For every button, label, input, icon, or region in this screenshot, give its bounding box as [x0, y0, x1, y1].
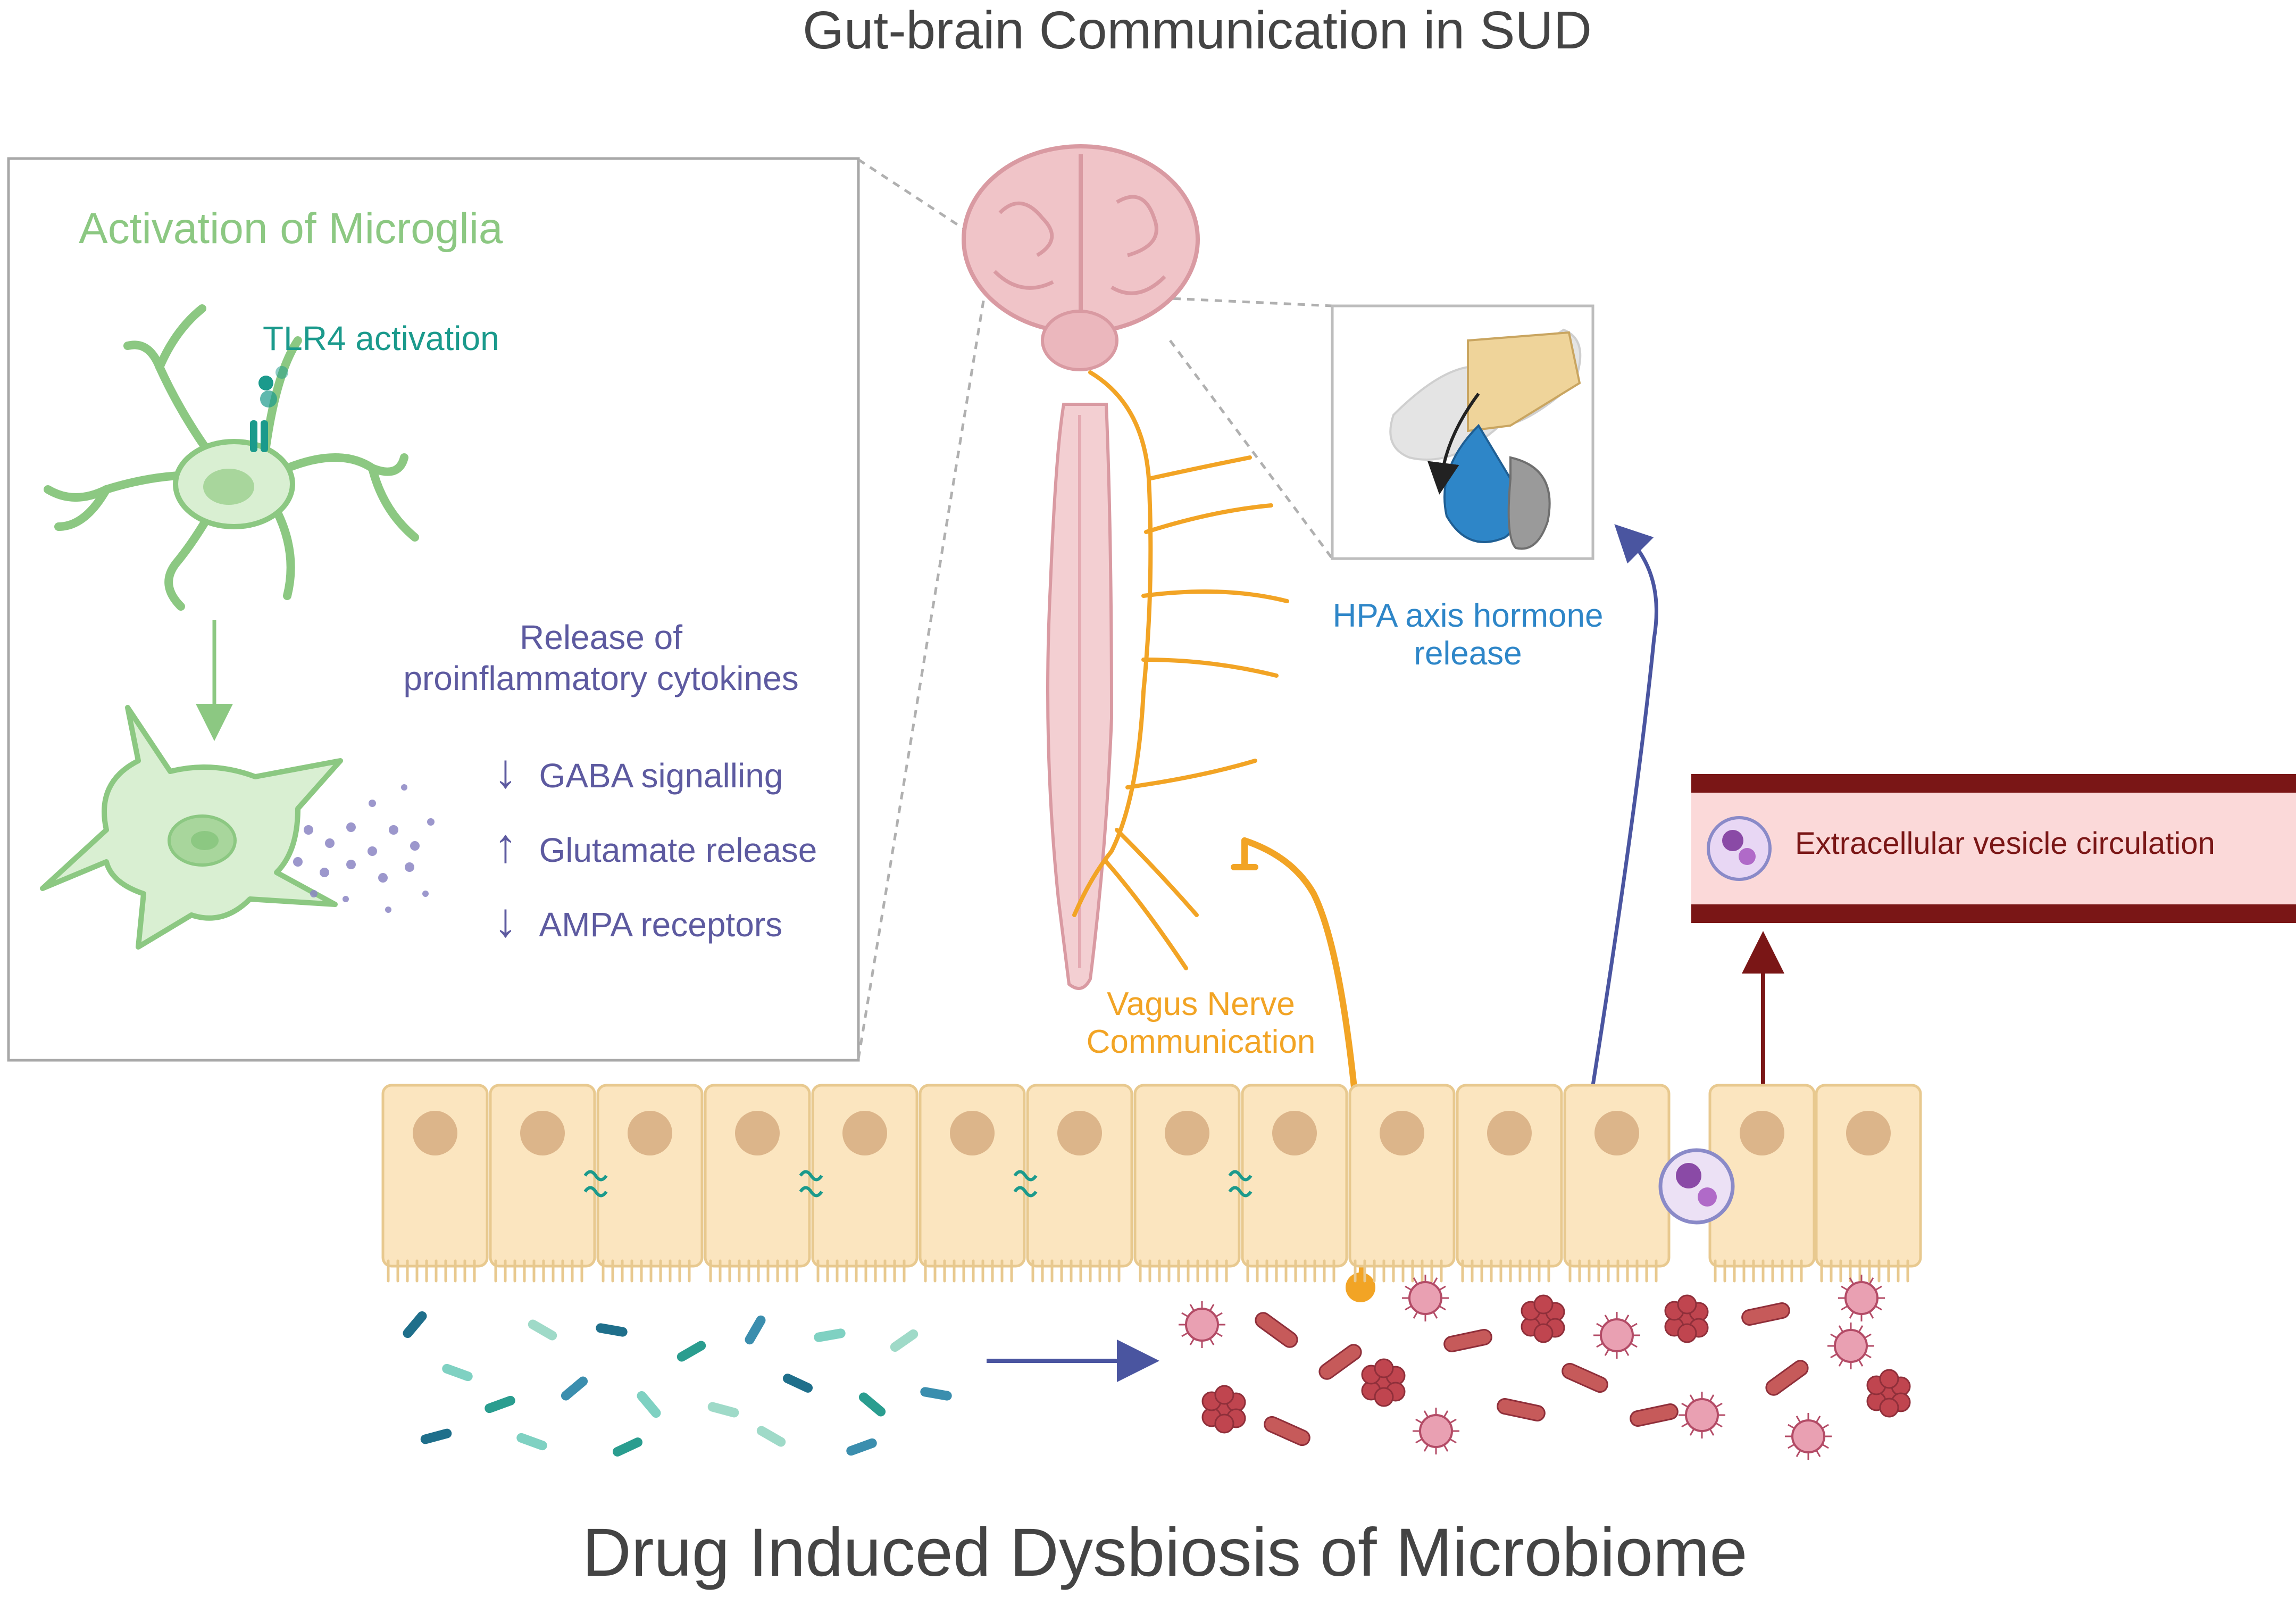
vesicle-circulation-label: Extracellular vesicle circulation	[1795, 826, 2215, 861]
hpa-label-line1: HPA axis hormone	[1332, 597, 1604, 634]
healthy-bacterium	[596, 1323, 628, 1337]
dysbiotic-bacterium	[1443, 1329, 1492, 1352]
healthy-bacterium	[677, 1341, 706, 1362]
dysbiotic-bacterium	[1179, 1301, 1225, 1348]
healthy-bacterium	[858, 1392, 886, 1417]
effect-glutamate: ↑ Glutamate release	[494, 822, 817, 870]
healthy-bacterium	[528, 1319, 557, 1341]
healthy-bacterium	[420, 1428, 452, 1444]
healthy-bacterium	[612, 1437, 643, 1457]
dysbiotic-bacterium	[1562, 1362, 1608, 1393]
dysbiotic-microbiome	[1179, 1275, 1911, 1460]
epithelial-cell	[1133, 1084, 1241, 1283]
tlr4-receptor-icon	[250, 366, 288, 452]
activated-microglia-icon	[40, 705, 343, 950]
dysbiotic-bacterium	[1630, 1403, 1679, 1427]
hpa-label: HPA axis hormone release	[1333, 597, 1604, 673]
cytokine-release-label: Release of proinflammatory cytokines	[403, 617, 798, 699]
dysbiotic-bacterium	[1413, 1408, 1459, 1454]
healthy-bacterium	[920, 1387, 952, 1401]
healthy-bacterium	[516, 1433, 547, 1451]
epithelial-cell	[1815, 1084, 1922, 1283]
epithelial-cell	[704, 1084, 811, 1283]
cytokine-release-line2: proinflammatory cytokines	[403, 659, 799, 697]
cytokine-dots	[293, 784, 435, 913]
dysbiotic-bacterium	[1741, 1302, 1790, 1326]
healthy-bacterium	[442, 1363, 473, 1382]
epithelial-cell	[381, 1084, 489, 1283]
epithelial-cell	[596, 1084, 704, 1283]
dysbiotic-bacterium	[1402, 1275, 1449, 1321]
up-arrow-icon: ↑	[494, 819, 517, 872]
effect-label-gaba: GABA signalling	[539, 756, 783, 795]
epithelial-cell	[811, 1084, 919, 1283]
brain-icon	[962, 144, 1200, 990]
microglia-heading: Activation of Microglia	[79, 204, 503, 253]
dysbiotic-bacterium	[1521, 1294, 1565, 1343]
dysbiotic-bacterium	[1361, 1358, 1406, 1407]
healthy-bacterium	[637, 1391, 661, 1418]
epithelial-cell	[1563, 1084, 1671, 1283]
healthy-bacterium	[707, 1402, 739, 1418]
healthy-bacterium	[485, 1395, 515, 1413]
epithelial-cell	[1456, 1084, 1563, 1283]
figure-footer-title: Drug Induced Dysbiosis of Microbiome	[582, 1515, 1748, 1591]
dysbiotic-bacterium	[1497, 1398, 1546, 1421]
healthy-bacterium	[814, 1328, 846, 1342]
effect-label-glutamate: Glutamate release	[539, 831, 817, 869]
dysbiotic-bacterium	[1765, 1360, 1809, 1396]
dysbiotic-bacterium	[1664, 1294, 1709, 1343]
epithelial-cell	[1026, 1084, 1133, 1283]
dysbiotic-bacterium	[1866, 1369, 1911, 1418]
vagus-label-line1: Vagus Nerve	[1107, 986, 1295, 1022]
gut-epithelium	[381, 1084, 1922, 1283]
healthy-bacterium	[890, 1329, 919, 1352]
healthy-bacterium	[561, 1376, 588, 1401]
resting-microglia-icon	[44, 304, 419, 611]
dysbiotic-bacterium	[1785, 1413, 1832, 1460]
effect-ampa: ↓ AMPA receptors	[494, 896, 782, 945]
dysbiotic-bacterium	[1264, 1416, 1310, 1446]
dysbiotic-bacterium	[1679, 1392, 1725, 1438]
cytokine-release-line1: Release of	[520, 618, 682, 656]
tight-junction-icons	[583, 1170, 1253, 1197]
dysbiotic-bacterium	[1255, 1312, 1298, 1348]
healthy-bacterium	[745, 1315, 766, 1345]
vagus-label-line2: Communication	[1086, 1024, 1316, 1061]
epithelial-cell	[489, 1084, 596, 1283]
figure-title: Gut-brain Communication in SUD	[803, 1, 1592, 60]
healthy-bacterium	[756, 1426, 786, 1447]
down-arrow-icon: ↓	[494, 894, 517, 947]
effect-label-ampa: AMPA receptors	[539, 905, 783, 944]
healthy-bacterium	[846, 1438, 877, 1456]
dysbiotic-bacterium	[1838, 1275, 1885, 1321]
vagus-nerve-terminal	[1346, 1273, 1375, 1302]
tlr4-label: TLR4 activation	[263, 319, 499, 357]
healthy-bacterium	[782, 1374, 813, 1393]
hpa-label-line2: release	[1414, 635, 1522, 672]
zoom-connector-lines	[857, 158, 1334, 1059]
epithelial-cell	[919, 1084, 1026, 1283]
blood-vessel	[1691, 774, 2296, 923]
healthy-microbiome	[403, 1311, 952, 1457]
epithelial-cell	[1348, 1084, 1456, 1283]
dysbiotic-bacterium	[1593, 1312, 1640, 1359]
dysbiotic-bacterium	[1201, 1385, 1246, 1434]
effect-gaba: ↓ GABA signalling	[494, 747, 783, 796]
hpa-pituitary-inset	[1331, 304, 1594, 560]
hpa-axis-arrow	[1591, 524, 1658, 1086]
healthy-bacterium	[403, 1311, 427, 1338]
vagus-label: Vagus Nerve Communication	[1087, 985, 1316, 1061]
epithelial-cell	[1708, 1084, 1816, 1283]
dysbiotic-bacterium	[1318, 1344, 1362, 1380]
dysbiotic-bacterium	[1827, 1323, 1874, 1369]
down-arrow-icon: ↓	[494, 745, 517, 798]
epithelial-cell	[1241, 1084, 1348, 1283]
extracellular-vesicle-icon	[1658, 1148, 1735, 1225]
